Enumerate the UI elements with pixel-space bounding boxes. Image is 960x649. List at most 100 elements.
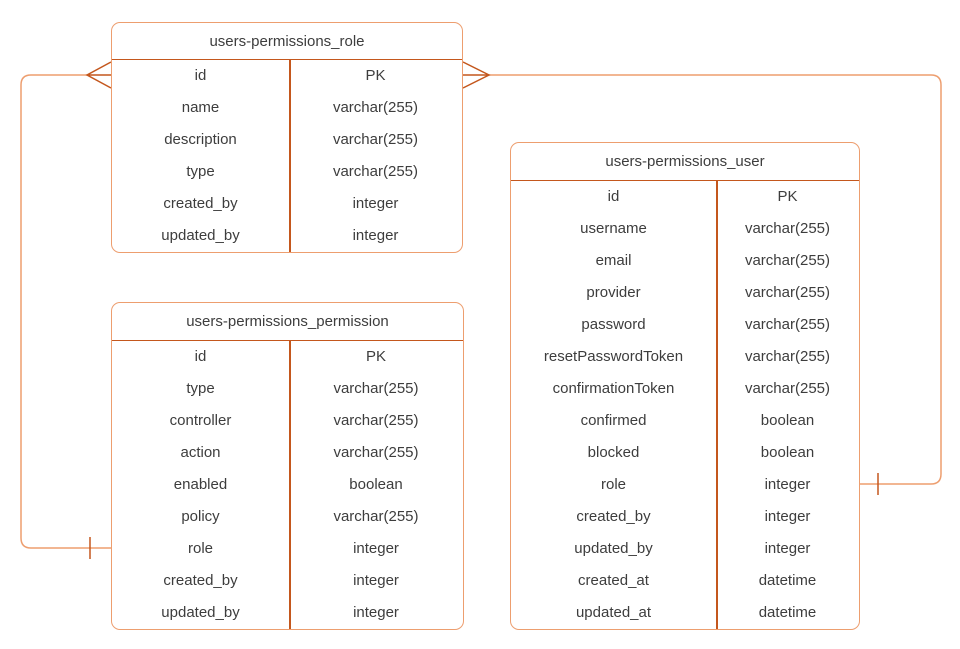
relationship-path[interactable] <box>489 74 942 485</box>
table-row: type varchar(255) <box>112 373 463 405</box>
field-name: confirmationToken <box>552 380 675 397</box>
table-title: users-permissions_permission <box>112 303 463 341</box>
table-row: role integer <box>511 469 859 501</box>
field-type: integer <box>352 227 399 244</box>
table-row: provider varchar(255) <box>511 277 859 309</box>
field-name: role <box>600 476 626 493</box>
field-type: varchar(255) <box>744 348 831 365</box>
table-row: updated_by integer <box>511 533 859 565</box>
field-name: resetPasswordToken <box>543 348 684 365</box>
field-type: varchar(255) <box>744 284 831 301</box>
column-divider <box>289 341 291 629</box>
crows-foot-many-icon <box>85 61 112 89</box>
crows-foot-many-icon <box>462 61 491 89</box>
table-body: id PK type varchar(255) controller varch… <box>112 341 463 629</box>
field-name: type <box>186 163 215 180</box>
field-name: provider <box>586 284 641 301</box>
table-title: users-permissions_user <box>511 143 859 181</box>
field-type: boolean <box>760 412 815 429</box>
field-type: PK <box>365 67 386 84</box>
table-row: username varchar(255) <box>511 213 859 245</box>
table-body: id PK username varchar(255) email varcha… <box>511 181 859 629</box>
field-name: role <box>187 540 213 557</box>
field-type: varchar(255) <box>744 220 831 237</box>
field-type: varchar(255) <box>332 131 419 148</box>
field-type: datetime <box>758 604 817 621</box>
field-type: varchar(255) <box>333 412 419 429</box>
field-name: policy <box>181 508 220 525</box>
field-name: action <box>180 444 221 461</box>
field-type: boolean <box>760 444 815 461</box>
field-type: varchar(255) <box>332 163 419 180</box>
table-row: action varchar(255) <box>112 437 463 469</box>
table-row: created_by integer <box>112 188 462 220</box>
table-row: type varchar(255) <box>112 156 462 188</box>
column-divider <box>716 181 718 629</box>
table-row: id PK <box>511 181 859 213</box>
field-name: created_by <box>163 572 238 589</box>
table-row: blocked boolean <box>511 437 859 469</box>
relationship-role-permission-line[interactable] <box>20 61 112 559</box>
field-type: varchar(255) <box>333 508 419 525</box>
field-name: confirmed <box>580 412 647 429</box>
field-type: integer <box>353 604 399 621</box>
field-type: integer <box>764 476 811 493</box>
table-row: enabled boolean <box>112 469 463 501</box>
field-type: varchar(255) <box>744 380 831 397</box>
field-type: boolean <box>349 476 403 493</box>
relationship-path[interactable] <box>20 74 111 549</box>
table-row: description varchar(255) <box>112 124 462 156</box>
table-row: name varchar(255) <box>112 92 462 124</box>
field-name: controller <box>169 412 232 429</box>
table-row: password varchar(255) <box>511 309 859 341</box>
field-name: description <box>164 131 237 148</box>
field-type: integer <box>353 572 399 589</box>
field-type: integer <box>353 540 399 557</box>
table-row: updated_at datetime <box>511 597 859 629</box>
field-name: created_by <box>163 195 238 212</box>
field-name: updated_by <box>161 604 240 621</box>
entity-table-user[interactable]: users-permissions_user id PK username va… <box>510 142 860 630</box>
field-name: updated_by <box>574 540 653 557</box>
table-row: resetPasswordToken varchar(255) <box>511 341 859 373</box>
relationship-role-user-line[interactable] <box>462 61 942 495</box>
table-row: confirmationToken varchar(255) <box>511 373 859 405</box>
field-type: integer <box>764 508 811 525</box>
table-row: created_at datetime <box>511 565 859 597</box>
table-row: confirmed boolean <box>511 405 859 437</box>
field-name: updated_at <box>575 604 652 621</box>
table-row: updated_by integer <box>112 597 463 629</box>
field-name: type <box>186 380 215 397</box>
field-type: varchar(255) <box>333 380 419 397</box>
field-type: varchar(255) <box>744 252 831 269</box>
table-row: id PK <box>112 341 463 373</box>
field-name: id <box>194 348 207 365</box>
column-divider <box>289 60 291 252</box>
field-type: integer <box>764 540 811 557</box>
entity-table-permission[interactable]: users-permissions_permission id PK type … <box>111 302 464 630</box>
field-type: varchar(255) <box>744 316 831 333</box>
field-type: PK <box>777 188 798 205</box>
table-row: created_by integer <box>112 565 463 597</box>
field-name: enabled <box>173 476 228 493</box>
entity-table-role[interactable]: users-permissions_role id PK name varcha… <box>111 22 463 253</box>
table-row: email varchar(255) <box>511 245 859 277</box>
table-title: users-permissions_role <box>112 23 462 60</box>
field-name: id <box>194 67 207 84</box>
field-type: varchar(255) <box>332 99 419 116</box>
table-row: created_by integer <box>511 501 859 533</box>
field-name: updated_by <box>161 227 240 244</box>
field-type: varchar(255) <box>333 444 419 461</box>
field-name: id <box>607 188 620 205</box>
field-name: name <box>181 99 220 116</box>
table-row: role integer <box>112 533 463 565</box>
table-body: id PK name varchar(255) description varc… <box>112 60 462 252</box>
field-type: datetime <box>758 572 817 589</box>
table-row: controller varchar(255) <box>112 405 463 437</box>
field-name: created_at <box>578 572 649 589</box>
field-name: blocked <box>587 444 640 461</box>
field-name: username <box>580 220 647 237</box>
field-name: password <box>581 316 646 333</box>
